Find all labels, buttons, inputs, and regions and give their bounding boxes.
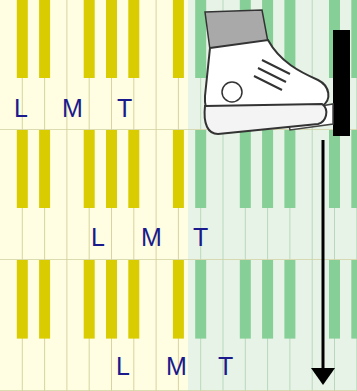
black-key <box>262 260 273 339</box>
black-key <box>329 260 340 339</box>
black-key <box>39 260 50 339</box>
pedal-bar <box>333 30 350 136</box>
finger-label: L <box>14 96 28 121</box>
black-key <box>195 130 206 208</box>
black-key <box>351 260 357 339</box>
black-key <box>195 260 206 339</box>
white-key-edge <box>312 260 313 391</box>
yellow-zone <box>0 0 188 130</box>
finger-label: L <box>91 225 105 250</box>
finger-label: M <box>62 96 83 121</box>
black-key <box>128 0 139 78</box>
finger-label: T <box>218 354 233 379</box>
black-key <box>84 0 95 78</box>
green-zone <box>188 130 357 260</box>
finger-label: M <box>141 225 162 250</box>
black-key <box>106 260 117 339</box>
black-key <box>39 130 50 208</box>
white-key-edge <box>156 0 157 130</box>
black-key <box>173 0 184 78</box>
black-key <box>262 130 273 208</box>
black-key <box>329 130 340 208</box>
black-key <box>84 260 95 339</box>
white-key-edge <box>66 260 67 391</box>
black-key <box>17 130 28 208</box>
arrow-shaft <box>322 140 325 372</box>
black-key <box>128 130 139 208</box>
green-zone <box>188 260 357 391</box>
black-key <box>173 260 184 339</box>
yellow-zone <box>0 130 188 260</box>
white-key-edge <box>223 130 224 260</box>
foot-on-pedal <box>205 10 350 136</box>
black-key <box>173 130 184 208</box>
sole <box>205 104 327 134</box>
row-divider <box>0 390 357 391</box>
yellow-zone <box>0 260 188 391</box>
black-key <box>351 130 357 208</box>
finger-label: M <box>166 354 187 379</box>
down-arrow <box>311 140 335 385</box>
arrow-head <box>311 368 335 385</box>
laces <box>254 60 290 90</box>
black-key <box>240 130 251 208</box>
finger-label: T <box>117 96 132 121</box>
black-key <box>240 260 251 339</box>
black-key <box>284 260 295 339</box>
black-key <box>17 260 28 339</box>
black-key <box>284 130 295 208</box>
black-key <box>351 0 357 78</box>
white-key-edge <box>312 130 313 260</box>
black-key <box>106 0 117 78</box>
black-key <box>128 260 139 339</box>
white-key-edge <box>156 260 157 391</box>
finger-label: L <box>116 354 130 379</box>
logo <box>222 82 242 102</box>
black-key <box>106 130 117 208</box>
black-key <box>84 130 95 208</box>
white-key-edge <box>66 130 67 260</box>
finger-label: T <box>193 225 208 250</box>
black-key <box>39 0 50 78</box>
black-key <box>17 0 28 78</box>
